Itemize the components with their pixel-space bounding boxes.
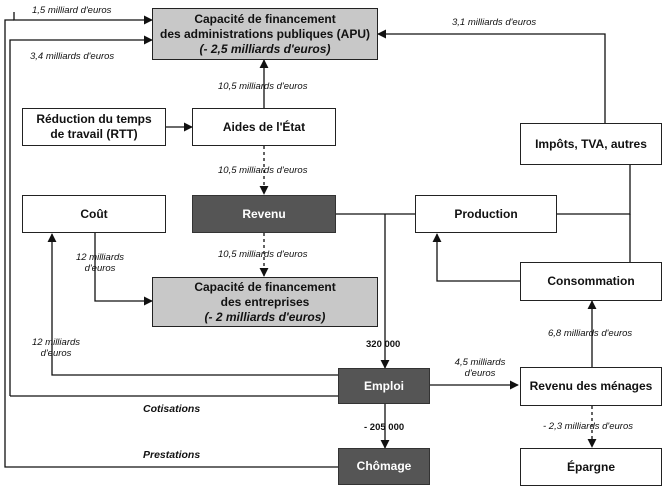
production-title: Production [454, 206, 518, 221]
label-emploi-count: 320 000 [366, 339, 401, 350]
consommation-title: Consommation [547, 274, 635, 288]
label-left-12-2: d'euros [40, 348, 72, 359]
aides-title: Aides de l'État [222, 119, 306, 134]
box-chomage: Chômage [338, 448, 430, 485]
impots-title: Impôts, TVA, autres [535, 136, 647, 151]
label-emploi-to-menages: 4,5 milliards d'euros [440, 357, 520, 379]
label-emploi-to-menages-1: 4,5 milliards [454, 357, 506, 368]
box-impots: Impôts, TVA, autres [520, 123, 662, 165]
apu-value: (- 2,5 milliards d'euros) [199, 41, 331, 56]
label-cout-12-2: d'euros [84, 263, 116, 274]
arrow-cout-to-entreprises [94, 233, 153, 306]
emploi-title: Emploi [363, 378, 404, 393]
epargne-title: Épargne [566, 459, 615, 474]
entreprises-title-1: Capacité de financement [194, 279, 336, 294]
label-left-12-1: 12 milliards [31, 337, 81, 348]
label-revenu-to-entreprises: 10,5 milliards d'euros [218, 249, 308, 260]
label-menages-to-epargne: - 2,3 milliards d'euros [543, 421, 633, 432]
label-top-left: 1,5 milliard d'euros [32, 5, 112, 16]
apu-title-2: des administrations publiques (APU) [159, 26, 371, 41]
box-apu: Capacité de financement des administrati… [152, 8, 378, 60]
revenu-title: Revenu [242, 206, 286, 221]
line-chomage-prestations [4, 19, 338, 468]
label-menages-to-conso: 6,8 milliards d'euros [548, 328, 633, 339]
label-chomage-count: - 205 000 [364, 422, 405, 433]
label-cotisations: Cotisations [143, 403, 201, 415]
label-aides-to-apu: 10,5 milliards d'euros [218, 81, 308, 92]
cout-title: Coût [80, 206, 108, 221]
revenu-menages-title: Revenu des ménages [529, 379, 653, 393]
arrow-left-to-apu [9, 35, 153, 396]
label-emploi-to-menages-2: d'euros [464, 368, 496, 379]
box-production: Production [415, 195, 557, 233]
arrow-conso-to-production [432, 233, 520, 282]
box-entreprises: Capacité de financement des entreprises … [152, 277, 378, 327]
label-cout-12-1: 12 milliards [75, 252, 125, 263]
label-aides-to-revenu: 10,5 milliards d'euros [218, 165, 308, 176]
label-top-right: 3,1 milliards d'euros [452, 17, 537, 28]
line-production-to-impots [555, 165, 631, 215]
chomage-title: Chômage [356, 459, 412, 473]
label-left-12: 12 milliards d'euros [26, 337, 86, 359]
box-revenu: Revenu [192, 195, 336, 233]
box-emploi: Emploi [338, 368, 430, 404]
box-epargne: Épargne [520, 448, 662, 486]
rtt-title-1: Réduction du temps [36, 112, 152, 126]
box-revenu-menages: Revenu des ménages [520, 367, 662, 406]
box-consommation: Consommation [520, 262, 662, 301]
label-left-34: 3,4 milliards d'euros [30, 51, 115, 62]
rtt-title-2: de travail (RTT) [50, 127, 138, 141]
entreprises-value: (- 2 milliards d'euros) [204, 309, 326, 324]
box-cout: Coût [22, 195, 166, 233]
arrow-impots-to-apu [377, 29, 606, 123]
entreprises-title-2: des entreprises [220, 294, 310, 309]
box-aides: Aides de l'État [192, 108, 336, 146]
arrow-emploi-to-cout [47, 233, 338, 376]
box-rtt: Réduction du temps de travail (RTT) [22, 108, 166, 146]
label-cout-12: 12 milliards d'euros [70, 252, 130, 274]
label-prestations: Prestations [143, 449, 201, 461]
apu-title-1: Capacité de financement [194, 11, 336, 26]
